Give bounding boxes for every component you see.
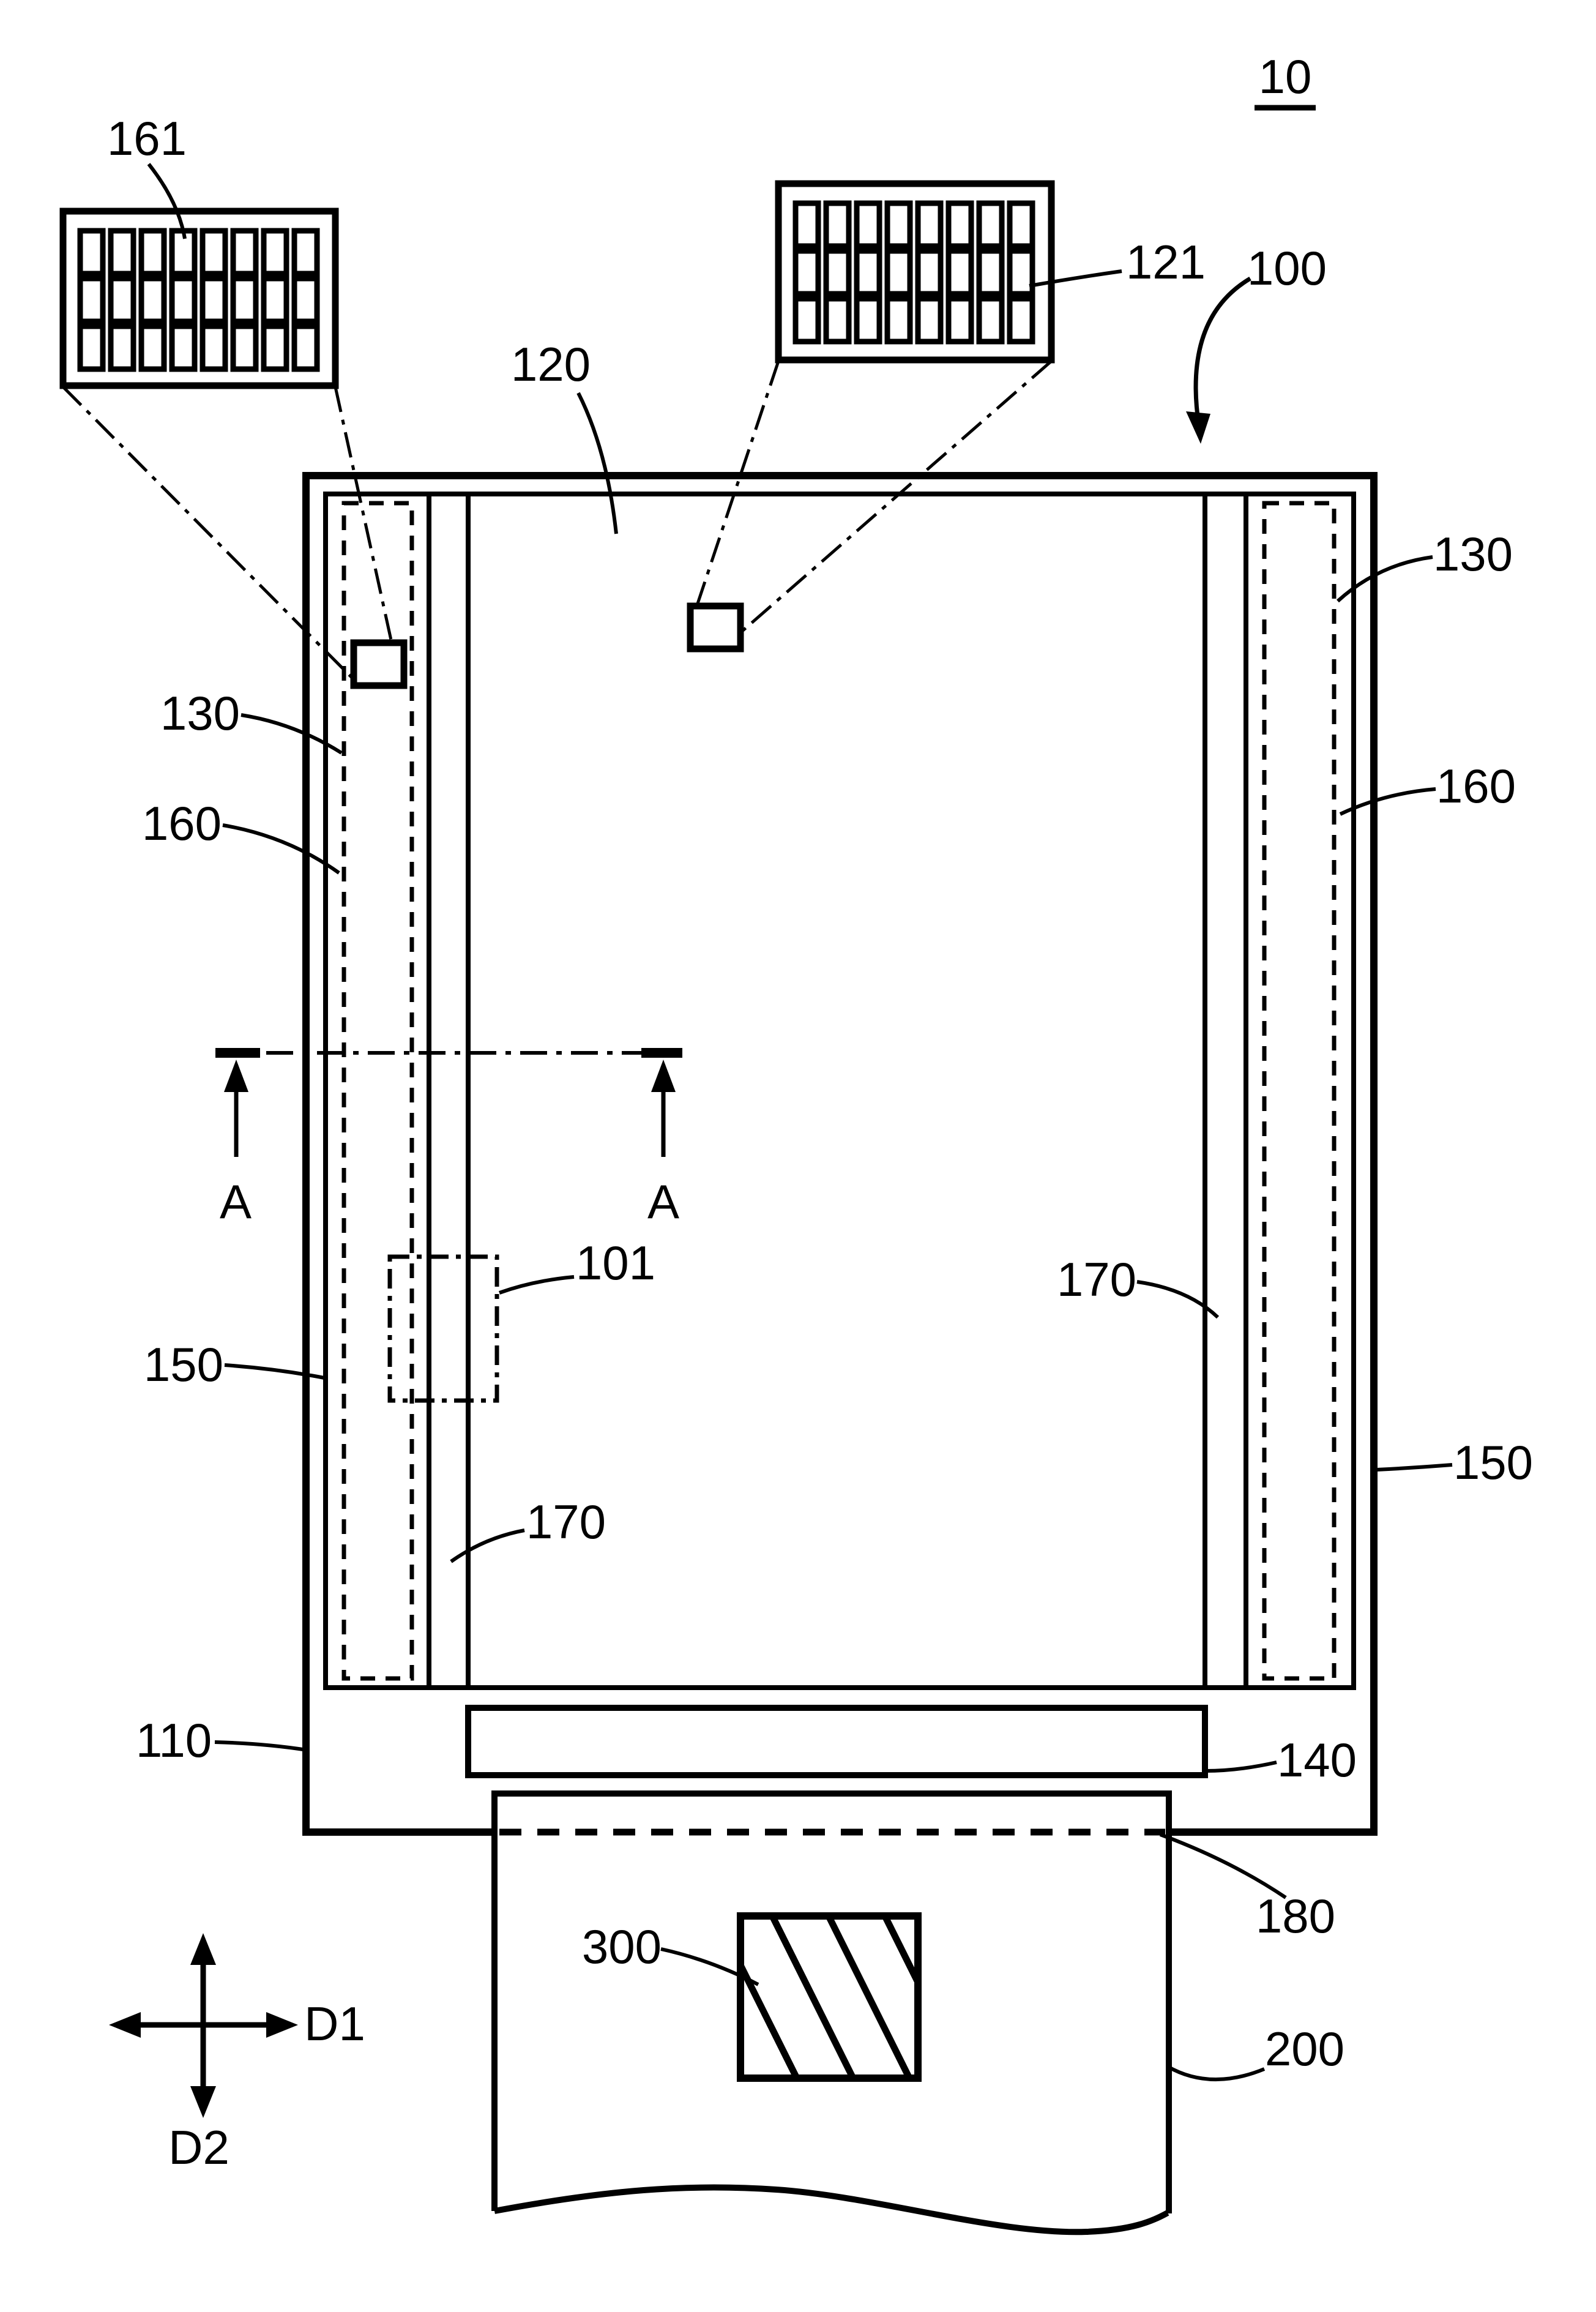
label-120: 120 xyxy=(511,337,591,391)
flex-film-200-wavy-edge xyxy=(494,2184,1169,2235)
d2-arrowhead-up xyxy=(190,1933,216,1965)
detail-box-121 xyxy=(775,180,1055,364)
arrowhead-100 xyxy=(1186,411,1210,444)
label-300: 300 xyxy=(582,1920,662,1973)
pad-121 xyxy=(687,602,744,653)
label-140: 140 xyxy=(1277,1733,1357,1787)
leader-110 xyxy=(214,1740,308,1752)
leader-130-left xyxy=(241,713,343,755)
label-d2: D2 xyxy=(168,2120,229,2174)
pad-161 xyxy=(350,639,408,689)
section-arrow-right-head xyxy=(651,1060,676,1092)
driver-bar-140 xyxy=(465,1705,1208,1778)
leader-161 xyxy=(147,163,187,239)
label-121: 121 xyxy=(1126,235,1206,289)
detail-box-161 xyxy=(59,208,339,389)
leader-100-arrow xyxy=(1193,276,1251,426)
section-label-a-right: A xyxy=(647,1175,679,1229)
leader-160-left xyxy=(222,823,340,875)
leader-300 xyxy=(660,1947,759,1986)
leader-120 xyxy=(576,392,618,534)
label-161: 161 xyxy=(107,111,187,165)
label-170-left: 170 xyxy=(526,1495,606,1549)
chip-300-hatching xyxy=(740,1916,918,2078)
device-inner-edge xyxy=(323,492,1356,1690)
projection-line-161-right xyxy=(334,386,393,643)
leader-170-left xyxy=(450,1528,525,1563)
label-110: 110 xyxy=(136,1713,212,1767)
label-130-left: 130 xyxy=(160,686,240,740)
leader-160-right xyxy=(1339,787,1436,816)
projection-lines xyxy=(62,360,1053,679)
device-outline-110 xyxy=(302,472,1378,1836)
d1-arrowhead-right xyxy=(266,2012,298,2038)
leader-200 xyxy=(1166,2065,1266,2081)
leader-180 xyxy=(1159,1833,1287,1899)
leader-150-right xyxy=(1376,1463,1453,1472)
projection-line-121-left xyxy=(696,361,780,604)
label-150-left: 150 xyxy=(144,1337,223,1391)
label-160-left: 160 xyxy=(142,796,222,850)
label-d1: D1 xyxy=(304,1997,365,2051)
leader-101 xyxy=(498,1275,575,1295)
leader-150-left xyxy=(224,1363,325,1380)
detail-box-161-grid xyxy=(77,228,320,372)
region-101 xyxy=(387,1254,499,1403)
label-130-right: 130 xyxy=(1433,527,1513,581)
chip-300 xyxy=(737,1912,922,2082)
right-dashed-region-130 xyxy=(1262,501,1337,1681)
section-arrow-left-head xyxy=(224,1060,248,1092)
label-160-right: 160 xyxy=(1436,759,1516,813)
label-101: 101 xyxy=(576,1236,655,1290)
flex-film-200 xyxy=(491,1790,1172,2213)
left-dashed-region-130 xyxy=(341,501,414,1681)
label-150-right: 150 xyxy=(1453,1435,1533,1489)
label-170-right: 170 xyxy=(1057,1252,1136,1306)
label-100: 100 xyxy=(1247,241,1327,295)
d1-arrowhead-left xyxy=(109,2012,141,2038)
leader-130-right xyxy=(1336,555,1433,603)
figure-number: 10 xyxy=(1259,50,1312,103)
leader-170-right xyxy=(1136,1280,1220,1319)
section-label-a-left: A xyxy=(220,1175,252,1229)
d2-arrowhead-down xyxy=(190,2086,216,2118)
label-200: 200 xyxy=(1265,2022,1344,2076)
leader-121 xyxy=(1029,269,1122,288)
leader-140 xyxy=(1205,1760,1277,1773)
label-180: 180 xyxy=(1256,1889,1335,1943)
detail-box-121-grid xyxy=(792,200,1035,345)
